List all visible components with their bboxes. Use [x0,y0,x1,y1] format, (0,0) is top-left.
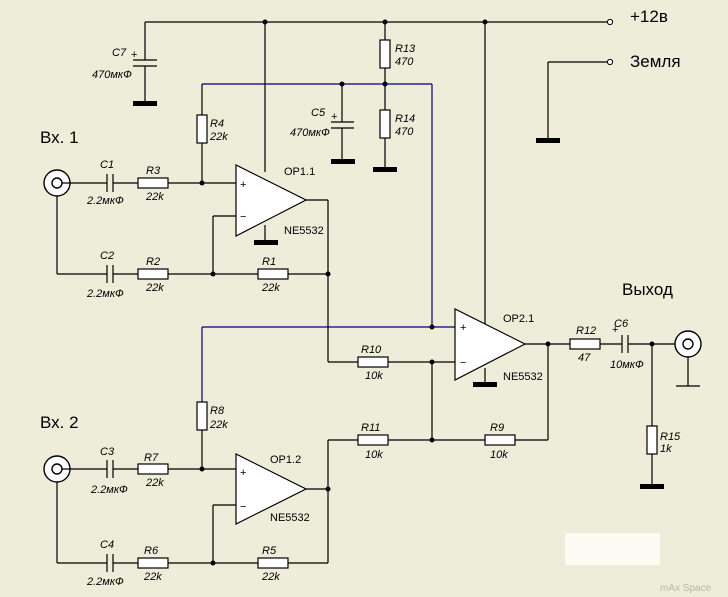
r10-ref: R10 [361,344,382,356]
c3-value: 2.2мкФ [90,484,128,496]
r13-value: 470 [395,56,414,68]
resistor-r8 [196,401,208,431]
op21-ref: OP2.1 [503,313,534,325]
c6-value: 10мкФ [610,359,644,371]
opamp-op1-2: + − [235,440,331,563]
input1-label: Вх. 1 [40,128,79,147]
resistor-r4 [196,114,208,144]
op21-part: NE5532 [503,371,543,383]
output-label: Выход [622,280,673,299]
r2-value: 22k [145,282,164,294]
blank-patch [565,533,660,565]
op12-ref: OP1.2 [270,454,301,466]
ground-terminal [536,58,614,143]
c2-ref: C2 [100,250,114,262]
watermark: mAx Space [660,583,712,594]
r2-ref: R2 [146,256,160,268]
r5-value: 22k [261,571,280,583]
r15-value: 1k [660,443,672,455]
r15-ref: R15 [660,431,681,443]
resistor-r11 [357,434,389,446]
r12-ref: R12 [576,325,596,337]
capacitor-c7: + C7 470мкФ [92,47,157,106]
op12-part: NE5532 [270,512,310,524]
pin-plus: + [460,322,466,334]
r12-value: 47 [578,352,591,364]
op11-part: NE5532 [284,225,324,237]
c4-ref: C4 [100,539,114,551]
c3-ref: C3 [100,446,115,458]
input1-jack [43,169,107,275]
pin-plus: + [240,467,246,479]
r6-value: 22k [143,571,162,583]
r14-value: 470 [395,126,414,138]
polarity-plus: + [612,324,618,336]
r1-value: 22k [261,282,280,294]
r6-ref: R6 [144,545,159,557]
polarity-plus: + [331,111,337,123]
c1-ref: C1 [100,159,114,171]
pin-minus: − [240,211,246,223]
resistor-r10 [357,356,389,368]
c5-value: 470мкФ [290,127,330,139]
resistor-r6 [137,557,169,569]
r8-value: 22k [209,419,228,431]
r3-value: 22k [145,191,164,203]
r9-ref: R9 [490,422,504,434]
pin-minus: − [240,501,246,513]
r13-ref: R13 [395,43,416,55]
resistor-r12 [569,338,601,350]
supply-rail [144,18,614,327]
c7-value: 470мкФ [92,69,132,81]
resistor-r13 [379,39,391,69]
resistor-r1 [257,268,289,280]
r9-value: 10k [490,449,508,461]
op11-ref: OP1.1 [284,166,315,178]
bias-divider: + [202,39,432,172]
r4-value: 22k [209,131,228,143]
r14-ref: R14 [395,113,415,125]
resistor-r14 [379,109,391,139]
r1-ref: R1 [262,256,276,268]
c1-value: 2.2мкФ [86,195,124,207]
r3-ref: R3 [146,165,161,177]
r11-value: 10k [365,449,383,461]
resistor-r15 [646,425,658,455]
c7-ref: C7 [112,47,127,59]
c2-value: 2.2мкФ [86,288,124,300]
ground-label: Земля [630,52,681,71]
input2-jack [43,455,107,564]
r11-ref: R11 [361,422,380,434]
polarity-plus: + [131,49,137,61]
r10-value: 10k [365,370,383,382]
r4-ref: R4 [210,118,224,130]
resistor-r2 [137,268,169,280]
input2-label: Вх. 2 [40,413,79,432]
resistor-r9 [484,434,516,446]
resistor-r5 [257,557,289,569]
pin-plus: + [240,179,246,191]
output-jack [674,330,702,387]
c6-ref: C6 [614,318,629,330]
c5-ref: C5 [311,107,326,119]
r8-ref: R8 [210,405,225,417]
r7-ref: R7 [144,452,159,464]
c4-value: 2.2мкФ [86,576,124,588]
resistor-r3 [137,177,169,189]
r7-value: 22k [145,477,164,489]
r5-ref: R5 [262,545,277,557]
pin-minus: − [460,357,466,369]
opamp-op2-1: + − [454,308,570,440]
supply-label: +12в [630,7,668,26]
opamp-op1-1: + − [235,164,331,362]
resistor-r7 [137,463,169,475]
